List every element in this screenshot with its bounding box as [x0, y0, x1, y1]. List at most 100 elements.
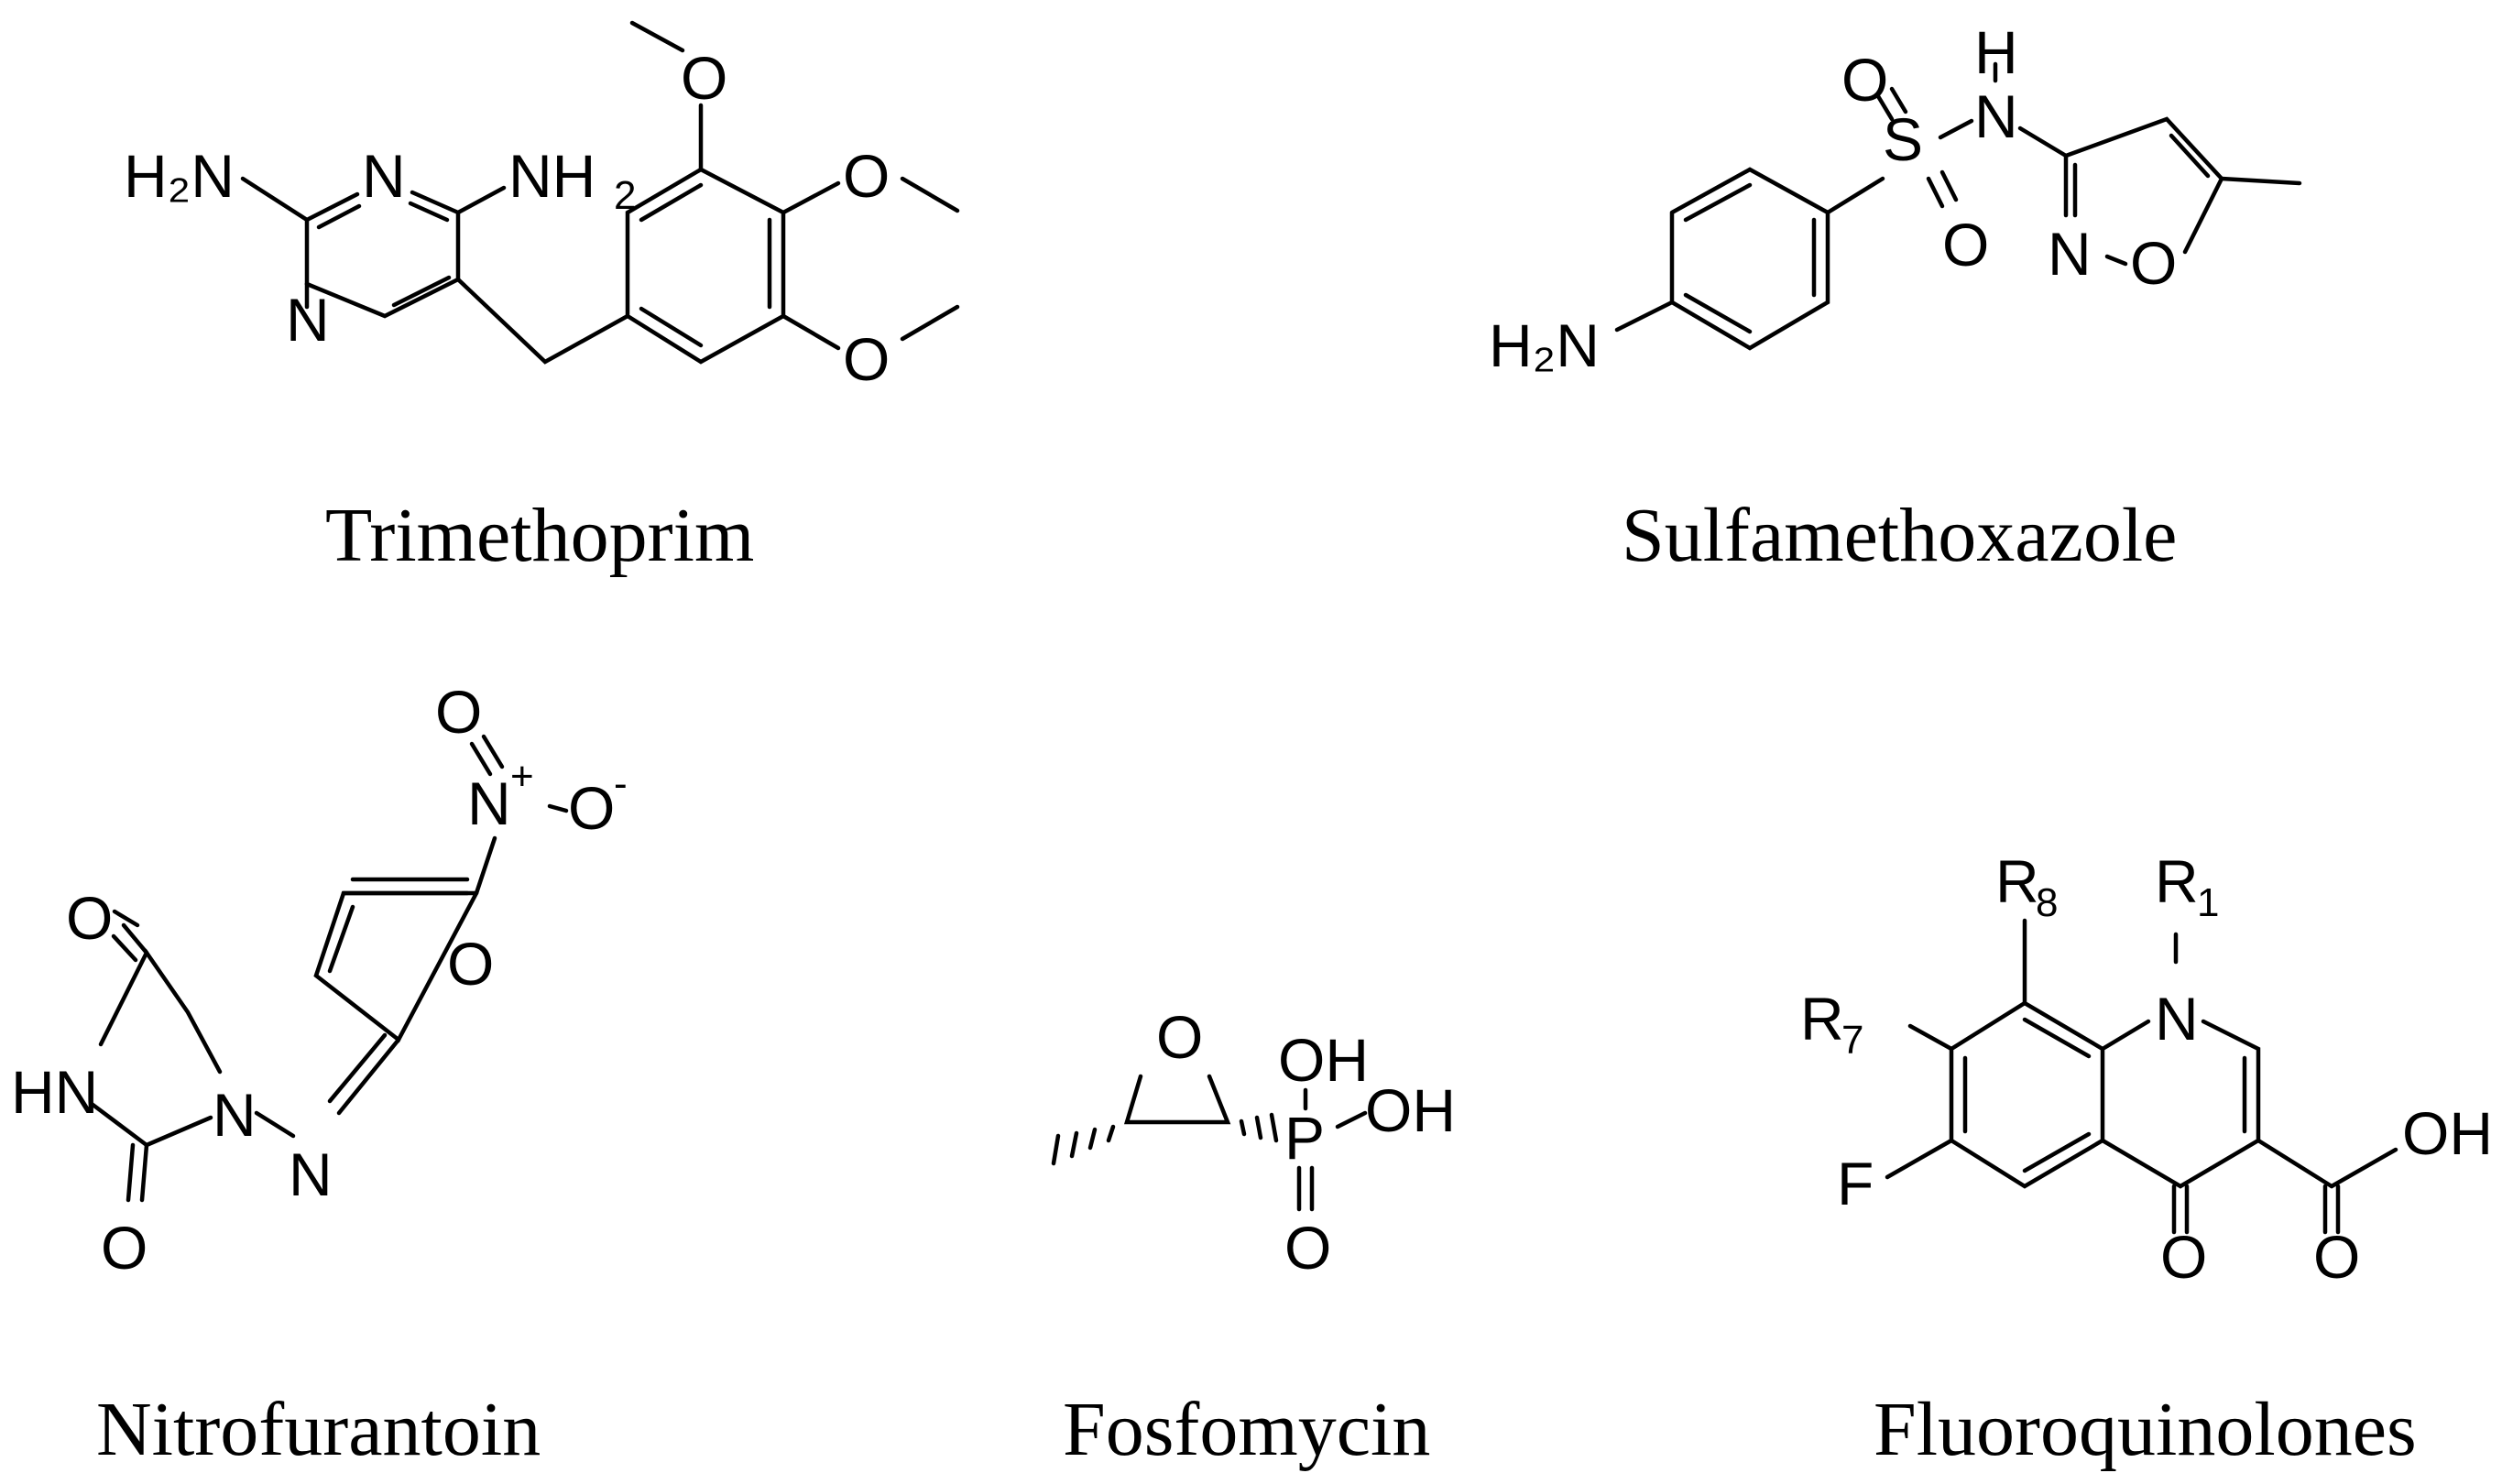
atom-label: O — [1156, 1003, 1203, 1071]
bond — [1875, 93, 1895, 122]
charge: - — [614, 761, 628, 806]
atom-label: H₂N — [1489, 311, 1600, 379]
bond — [316, 203, 362, 230]
bond — [1269, 1112, 1279, 1143]
bond — [1239, 1118, 1247, 1137]
atom-label: O — [2160, 1223, 2207, 1291]
bond — [2104, 254, 2128, 267]
bond — [547, 803, 569, 813]
bond — [900, 176, 960, 213]
bond — [2063, 116, 2224, 255]
bond — [1254, 1115, 1263, 1140]
atom-label: R — [1995, 847, 2039, 915]
charge: + — [510, 754, 534, 799]
atom-label: F — [1837, 1150, 1874, 1217]
bond — [126, 1142, 136, 1203]
atom-label: O — [2130, 229, 2177, 297]
atom-label: O — [843, 325, 890, 393]
bond — [240, 176, 310, 287]
bond — [1683, 182, 1753, 223]
atom-label: R — [2155, 847, 2199, 915]
bond — [144, 1115, 213, 1148]
bond — [408, 201, 450, 223]
atom-label: HN — [11, 1058, 98, 1126]
bond — [1907, 1023, 1954, 1052]
bond — [336, 1037, 401, 1116]
bond — [1069, 1130, 1079, 1159]
bond — [2017, 125, 2069, 158]
bond — [639, 306, 704, 348]
bond — [481, 734, 505, 769]
atom-label: N — [289, 1140, 333, 1208]
compound-name: Nitrofurantoin — [96, 1387, 541, 1472]
atom-label: N — [362, 142, 406, 210]
bond — [98, 948, 223, 1075]
atom-label: NH — [508, 142, 595, 210]
atom-label: S — [1883, 105, 1923, 173]
atom-label: O — [843, 142, 890, 210]
bond — [1949, 1000, 2105, 1189]
bond — [455, 277, 630, 365]
bond — [1825, 176, 1885, 215]
atom-label: O — [1284, 1214, 1331, 1282]
atom-label: O — [1942, 211, 1989, 278]
bond — [469, 741, 493, 777]
bond — [1669, 167, 1830, 351]
compound-name: Fluoroquinolones — [1874, 1387, 2417, 1472]
atom-label: H₂N — [124, 142, 235, 210]
atom-label: O — [568, 774, 615, 842]
atom-label: N — [467, 769, 511, 837]
bond — [254, 1110, 296, 1139]
bond — [1889, 86, 1908, 115]
atom-label: O — [447, 930, 494, 998]
atom-label: R — [1800, 985, 1844, 1053]
bond — [304, 210, 461, 319]
bond — [900, 304, 960, 342]
bond — [391, 275, 452, 308]
bond — [781, 180, 841, 215]
bond — [474, 835, 497, 896]
bond — [1683, 292, 1753, 334]
bond — [111, 933, 138, 963]
bond — [2256, 1138, 2334, 1189]
atom-label: OH — [1278, 1026, 1369, 1094]
bond — [327, 904, 355, 974]
compound-name: Sulfamethoxazole — [1622, 493, 2177, 578]
atom-label: O — [435, 678, 482, 746]
bond — [2022, 1131, 2092, 1173]
bond — [112, 909, 140, 928]
atom-label: O — [681, 44, 727, 112]
atom-label: P — [1284, 1104, 1325, 1172]
bond — [2329, 1147, 2398, 1189]
bond — [1938, 118, 1974, 140]
atom-label: N — [1974, 82, 2018, 150]
fosfomycin-structure: O OH OH P O Fosfomycin — [1051, 1003, 1456, 1472]
fluoroquinolones-structure: R 8 R 1 R 7 N F O O OH Fluoroquinolones — [1800, 847, 2493, 1472]
atom-label: OH — [1365, 1076, 1456, 1144]
bond — [2219, 176, 2302, 186]
atom-label: N — [286, 286, 330, 354]
bond — [1123, 1074, 1231, 1125]
bond — [2022, 1017, 2092, 1059]
atom-subscript: 1 — [2197, 880, 2219, 925]
bond — [1335, 1110, 1368, 1129]
atom-subscript: 2 — [614, 173, 636, 218]
atom-label: N — [2048, 220, 2092, 288]
sulfamethoxazole-structure: O S O H N N O H₂N Sulfamethoxazole — [1489, 18, 2302, 578]
bond — [89, 1101, 149, 1148]
compound-name: Fosfomycin — [1063, 1387, 1430, 1472]
trimethoprim-structure: H₂N N NH 2 N O O O Trimethoprim — [124, 20, 960, 578]
bond — [304, 191, 360, 223]
atom-subscript: 8 — [2036, 880, 2058, 925]
bond — [625, 167, 786, 365]
bond — [2169, 133, 2211, 179]
bond — [410, 190, 461, 215]
bond — [121, 922, 149, 955]
bond — [781, 313, 841, 351]
atom-label: O — [101, 1214, 147, 1282]
bond — [455, 185, 507, 215]
bond — [639, 182, 704, 223]
bond — [1106, 1124, 1116, 1143]
atom-label: OH — [2402, 1099, 2493, 1167]
